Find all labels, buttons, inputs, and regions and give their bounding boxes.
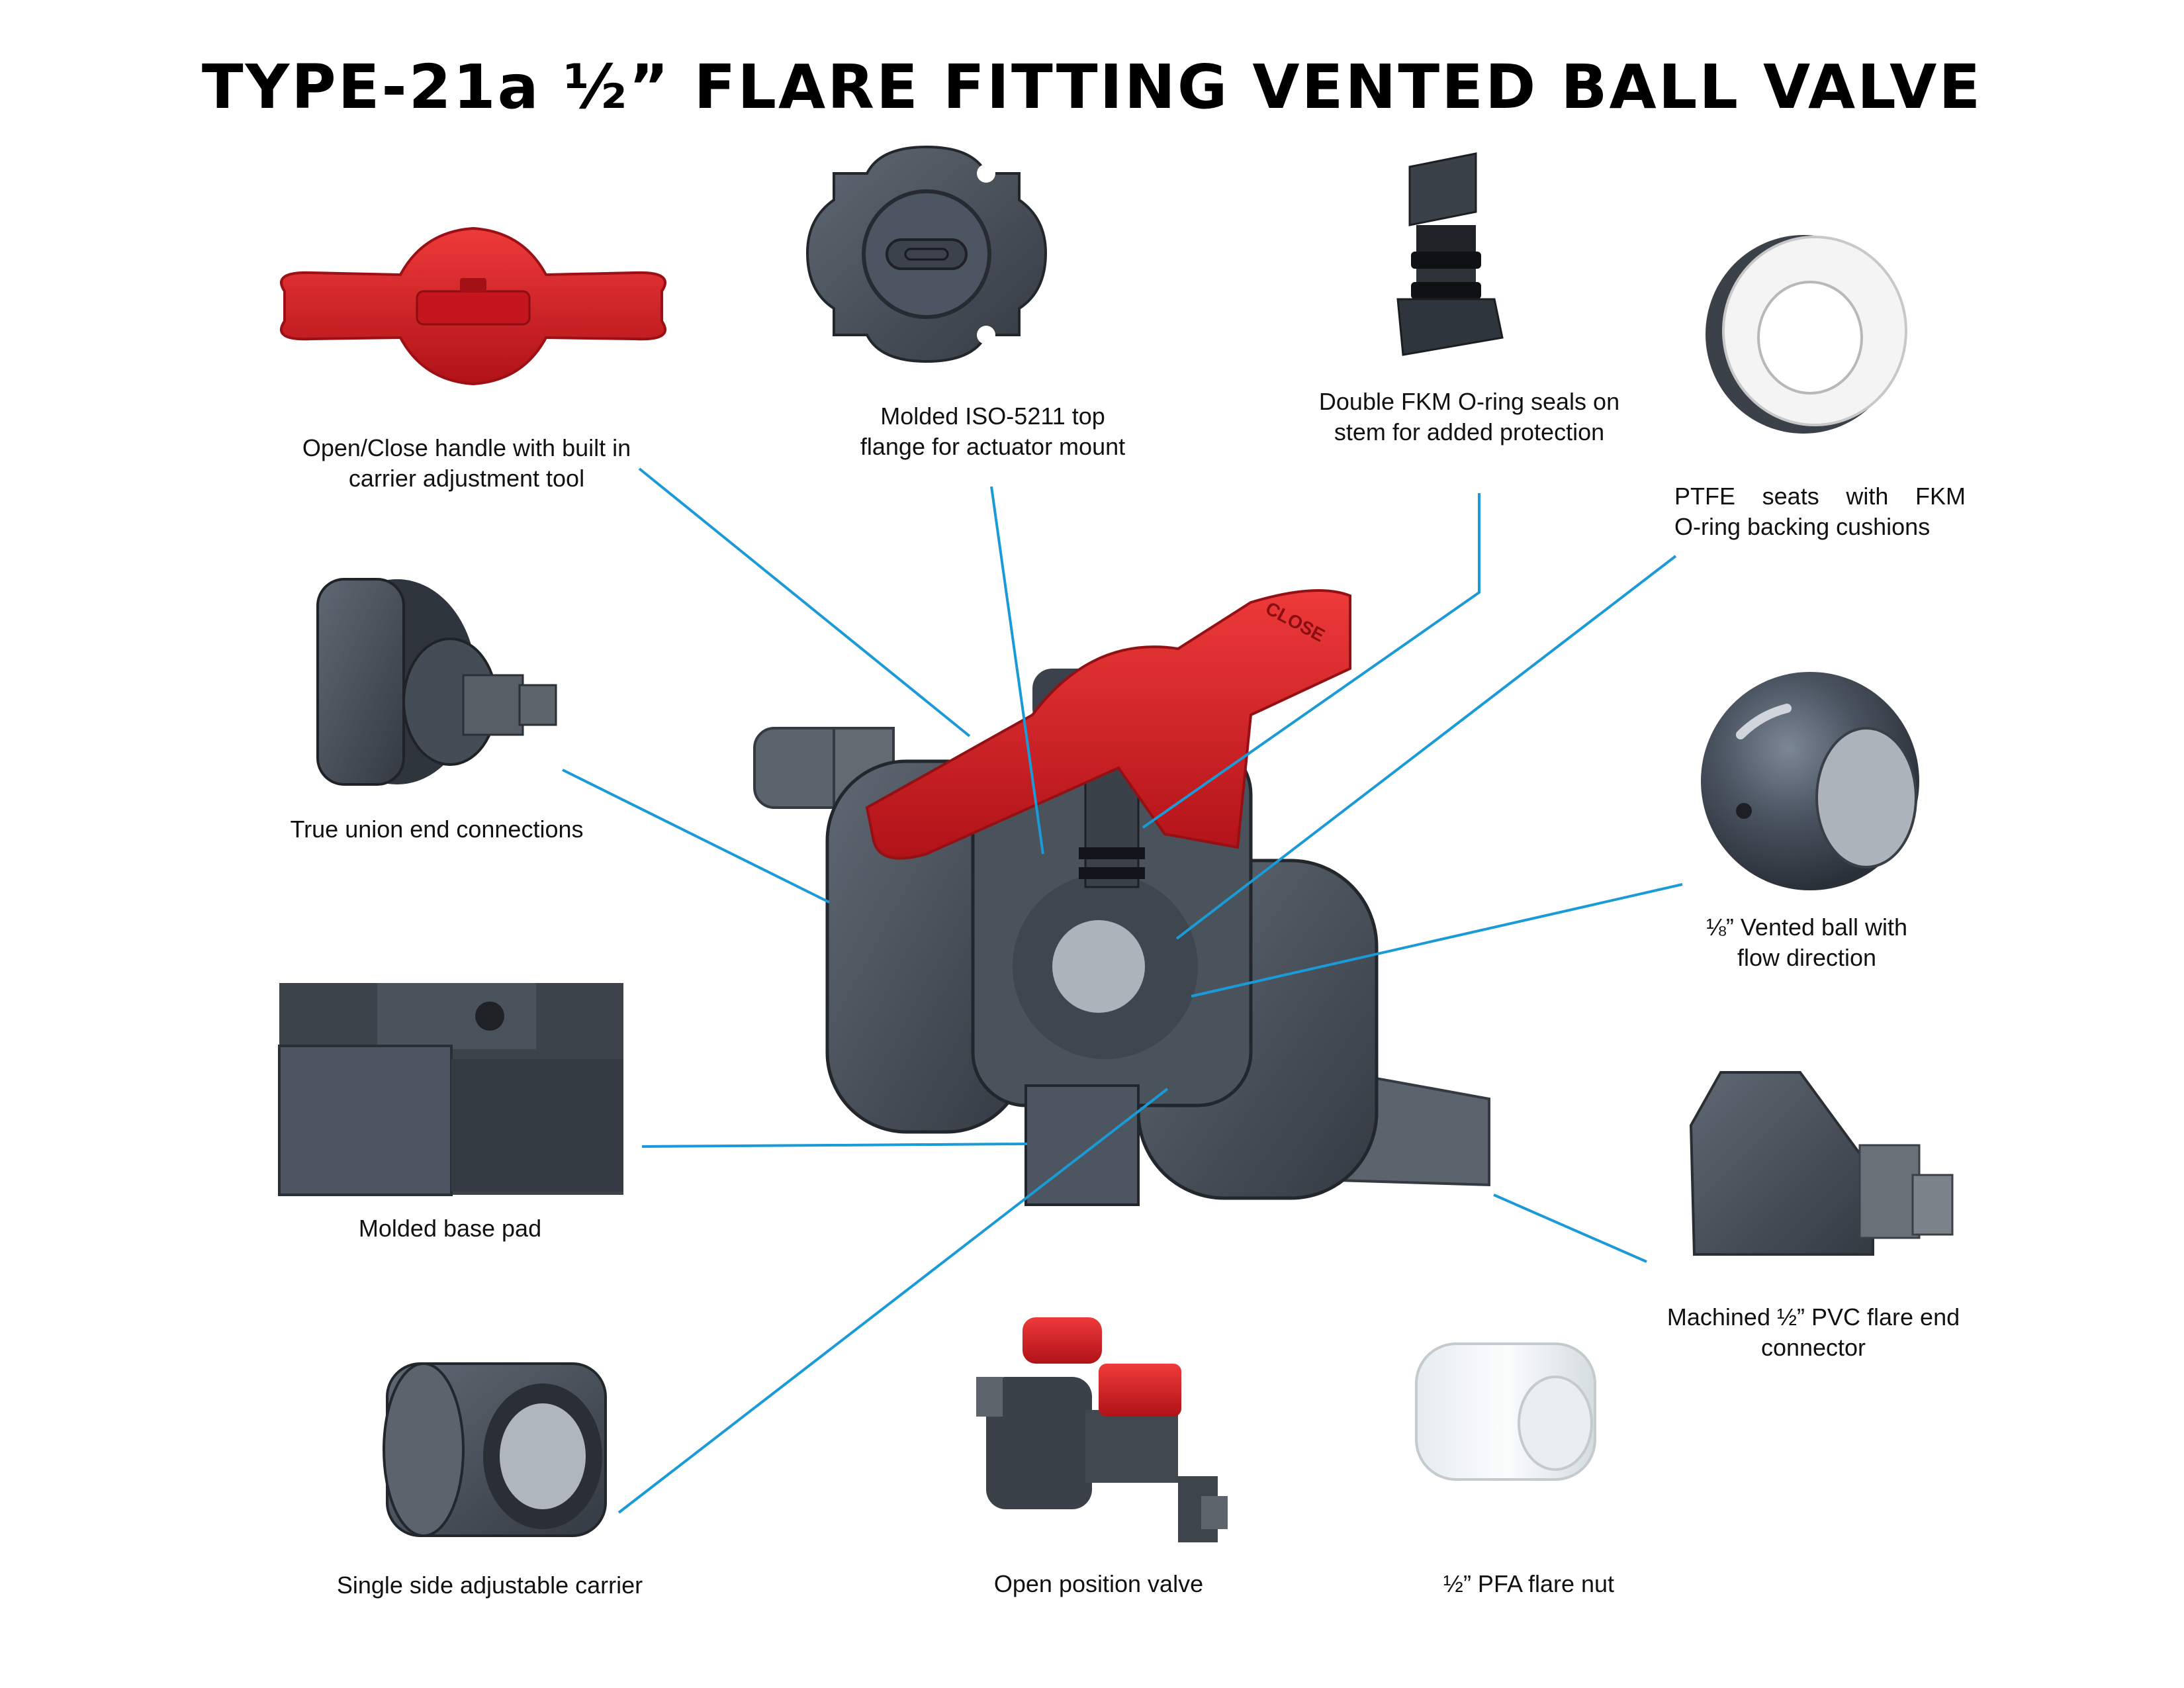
- label-base-pad-line-1: Molded base pad: [358, 1215, 542, 1242]
- label-flange: Molded ISO-5211 top flange for actuator …: [814, 401, 1171, 462]
- label-stem-seals: Double FKM O-ring seals on stem for adde…: [1291, 387, 1648, 447]
- label-union: True union end connections: [265, 814, 609, 845]
- label-ptfe-seats: PTFE seats with FKM O-ring backing cushi…: [1674, 481, 1966, 542]
- label-flare-nut-line-1: ½” PFA flare nut: [1443, 1570, 1615, 1597]
- leader-line-stem-seals: [1142, 493, 1480, 829]
- flare-nut-image: [1415, 1342, 1596, 1481]
- leader-lines: [562, 467, 1683, 1514]
- label-flare-end-line-1: Machined ½” PVC flare end: [1666, 1303, 1960, 1331]
- leader-line-carrier: [617, 1088, 1169, 1514]
- label-vented-ball-line-2: flow direction: [1737, 944, 1877, 971]
- ptfe-seat-image: [1706, 235, 1907, 434]
- label-handle-line-2: carrier adjustment tool: [348, 465, 585, 492]
- leader-line-ptfe-seats: [1175, 555, 1677, 940]
- page-title: TYPE-21a ½” FLARE FITTING VENTED BALL VA…: [201, 52, 1983, 122]
- base-pad-image: [278, 983, 623, 1196]
- leader-line-flare-end: [1493, 1194, 1647, 1263]
- label-handle: Open/Close handle with built in carrier …: [278, 433, 655, 494]
- label-handle-line-1: Open/Close handle with built in: [302, 434, 631, 461]
- label-ptfe-seats-line-1: PTFE seats with FKM: [1674, 483, 1966, 510]
- carrier-image: [383, 1362, 607, 1537]
- vented-ball-image: [1701, 672, 1919, 890]
- label-flare-end-line-2: connector: [1760, 1334, 1866, 1361]
- label-carrier-line-1: Single side adjustable carrier: [336, 1571, 643, 1599]
- flare-end-image: [1689, 1071, 1954, 1256]
- label-flange-line-1: Molded ISO-5211 top: [880, 402, 1105, 430]
- label-flare-end: Machined ½” PVC flare end connector: [1641, 1302, 1985, 1363]
- leader-line-flange: [990, 486, 1044, 855]
- label-flange-line-2: flange for actuator mount: [860, 433, 1126, 460]
- label-carrier: Single side adjustable carrier: [304, 1570, 675, 1601]
- union-end-image: [316, 578, 557, 786]
- leader-line-vented-ball: [1191, 883, 1683, 998]
- label-flare-nut: ½” PFA flare nut: [1396, 1569, 1661, 1599]
- leader-line-union: [562, 769, 830, 904]
- leader-line-handle: [638, 467, 971, 737]
- label-union-line-1: True union end connections: [290, 816, 584, 843]
- handle-image: [280, 226, 666, 386]
- label-stem-seals-line-2: stem for added protection: [1334, 418, 1605, 445]
- label-open-valve: Open position valve: [953, 1569, 1244, 1599]
- top-flange-image: [805, 145, 1048, 363]
- label-open-valve-line-1: Open position valve: [993, 1570, 1204, 1597]
- leader-line-base-pad: [641, 1143, 1028, 1148]
- label-ptfe-seats-line-2: O-ring backing cushions: [1674, 513, 1931, 540]
- main-valve-image: CLOSE: [753, 589, 1490, 1206]
- label-vented-ball: ⅛” Vented ball with flow direction: [1648, 912, 1966, 973]
- open-valve-image: [976, 1317, 1228, 1542]
- label-vented-ball-line-1: ⅛” Vented ball with: [1706, 914, 1908, 941]
- label-base-pad: Molded base pad: [304, 1213, 596, 1244]
- label-stem-seals-line-1: Double FKM O-ring seals on: [1318, 388, 1620, 415]
- stem-image: [1396, 152, 1504, 356]
